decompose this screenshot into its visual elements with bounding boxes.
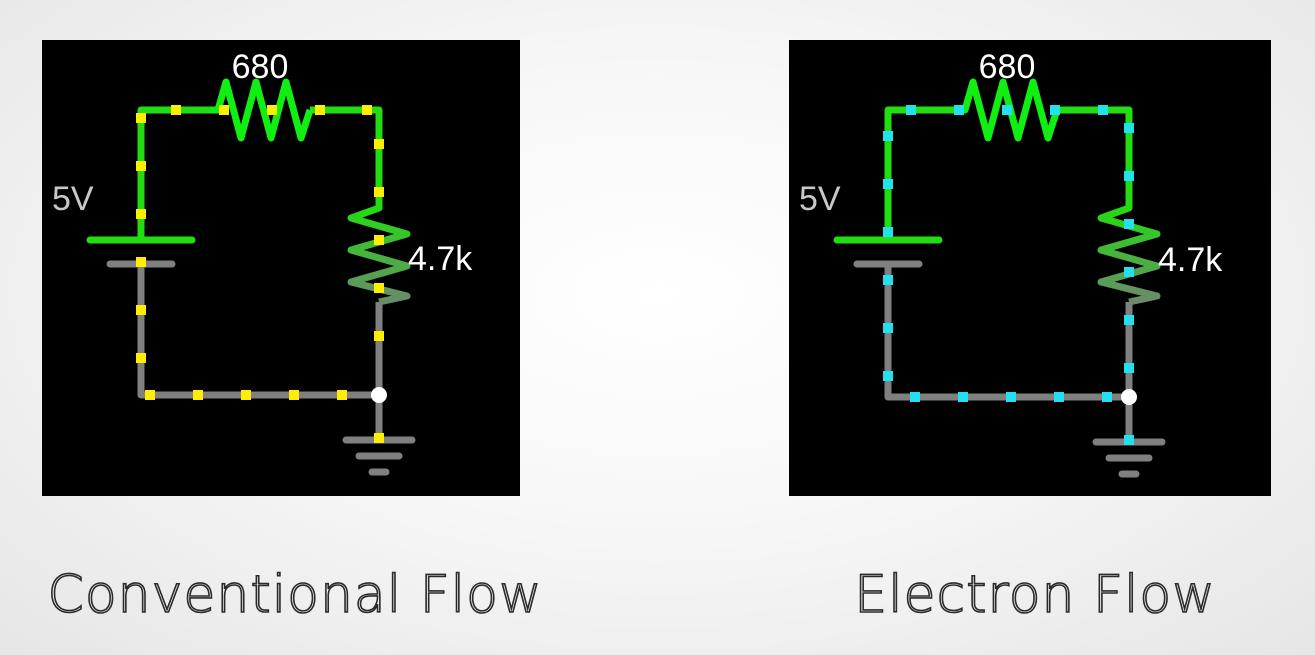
- wire-ground-return: [884, 264, 1133, 401]
- charge-marker: [1098, 105, 1108, 115]
- charge-marker: [910, 392, 920, 402]
- charge-marker: [374, 235, 384, 245]
- charge-marker: [883, 131, 893, 141]
- wire-top-left: [137, 106, 210, 240]
- resistor-top-label: 680: [979, 48, 1036, 86]
- resistor-4.7k: [1097, 202, 1161, 306]
- charge-marker: [1006, 392, 1016, 402]
- circuit-diagram-conventional: 5V 680 4.7k: [52, 48, 473, 476]
- wire-top-right: [1057, 106, 1133, 202]
- charge-marker: [1124, 315, 1134, 325]
- charge-marker: [362, 105, 372, 115]
- charge-marker: [171, 105, 181, 115]
- charge-marker: [883, 179, 893, 189]
- charge-marker: [1124, 267, 1134, 277]
- charge-marker: [337, 390, 347, 400]
- junction-node: [1121, 389, 1137, 405]
- charge-marker: [219, 105, 229, 115]
- charge-marker: [1124, 171, 1134, 181]
- charge-marker: [374, 187, 384, 197]
- circuit-diagram-electron: 5V 680 4.7k: [799, 48, 1223, 478]
- charge-marker: [136, 209, 146, 219]
- resistor-4.7k: [347, 202, 411, 306]
- battery-label: 5V: [799, 180, 841, 218]
- charge-marker: [193, 390, 203, 400]
- charge-marker: [1002, 105, 1012, 115]
- charge-marker: [374, 283, 384, 293]
- charge-markers-electron: [883, 105, 1134, 445]
- charge-marker: [136, 113, 146, 123]
- charge-marker: [954, 105, 964, 115]
- charge-marker: [1050, 105, 1060, 115]
- charge-marker: [1124, 363, 1134, 373]
- wire-top-left: [884, 106, 957, 240]
- charge-marker: [267, 105, 277, 115]
- resistor-680: [957, 78, 1061, 142]
- charge-marker: [1124, 435, 1134, 445]
- charge-marker: [374, 139, 384, 149]
- charge-marker: [136, 161, 146, 171]
- charge-marker: [1124, 219, 1134, 229]
- battery-label: 5V: [52, 180, 94, 218]
- wire-top-right: [310, 106, 383, 202]
- charge-marker: [289, 390, 299, 400]
- wire-ground-return: [137, 264, 383, 399]
- charge-marker: [883, 323, 893, 333]
- charge-marker: [883, 227, 893, 237]
- charge-marker: [136, 257, 146, 267]
- charge-marker: [136, 305, 146, 315]
- resistor-right-label: 4.7k: [408, 240, 473, 278]
- caption-electron-flow: Electron Flow: [853, 564, 1216, 626]
- charge-marker: [145, 390, 155, 400]
- charge-marker: [136, 353, 146, 363]
- charge-marker: [374, 331, 384, 341]
- resistor-680: [210, 78, 314, 142]
- resistor-right-label: 4.7k: [1158, 241, 1223, 279]
- charge-marker: [883, 275, 893, 285]
- charge-marker: [315, 105, 325, 115]
- charge-marker: [883, 371, 893, 381]
- caption-conventional-flow: Conventional Flow: [47, 564, 543, 626]
- charge-marker: [374, 433, 384, 443]
- charge-markers-conventional: [136, 105, 384, 443]
- charge-marker: [241, 390, 251, 400]
- junction-node: [371, 387, 387, 403]
- charge-marker: [1054, 392, 1064, 402]
- charge-marker: [958, 392, 968, 402]
- charge-marker: [1102, 392, 1112, 402]
- charge-marker: [906, 105, 916, 115]
- resistor-top-label: 680: [232, 48, 289, 86]
- charge-marker: [1124, 123, 1134, 133]
- circuit-panel-conventional: 5V 680 4.7k: [42, 40, 520, 496]
- circuit-panel-electron: 5V 680 4.7k: [789, 40, 1271, 496]
